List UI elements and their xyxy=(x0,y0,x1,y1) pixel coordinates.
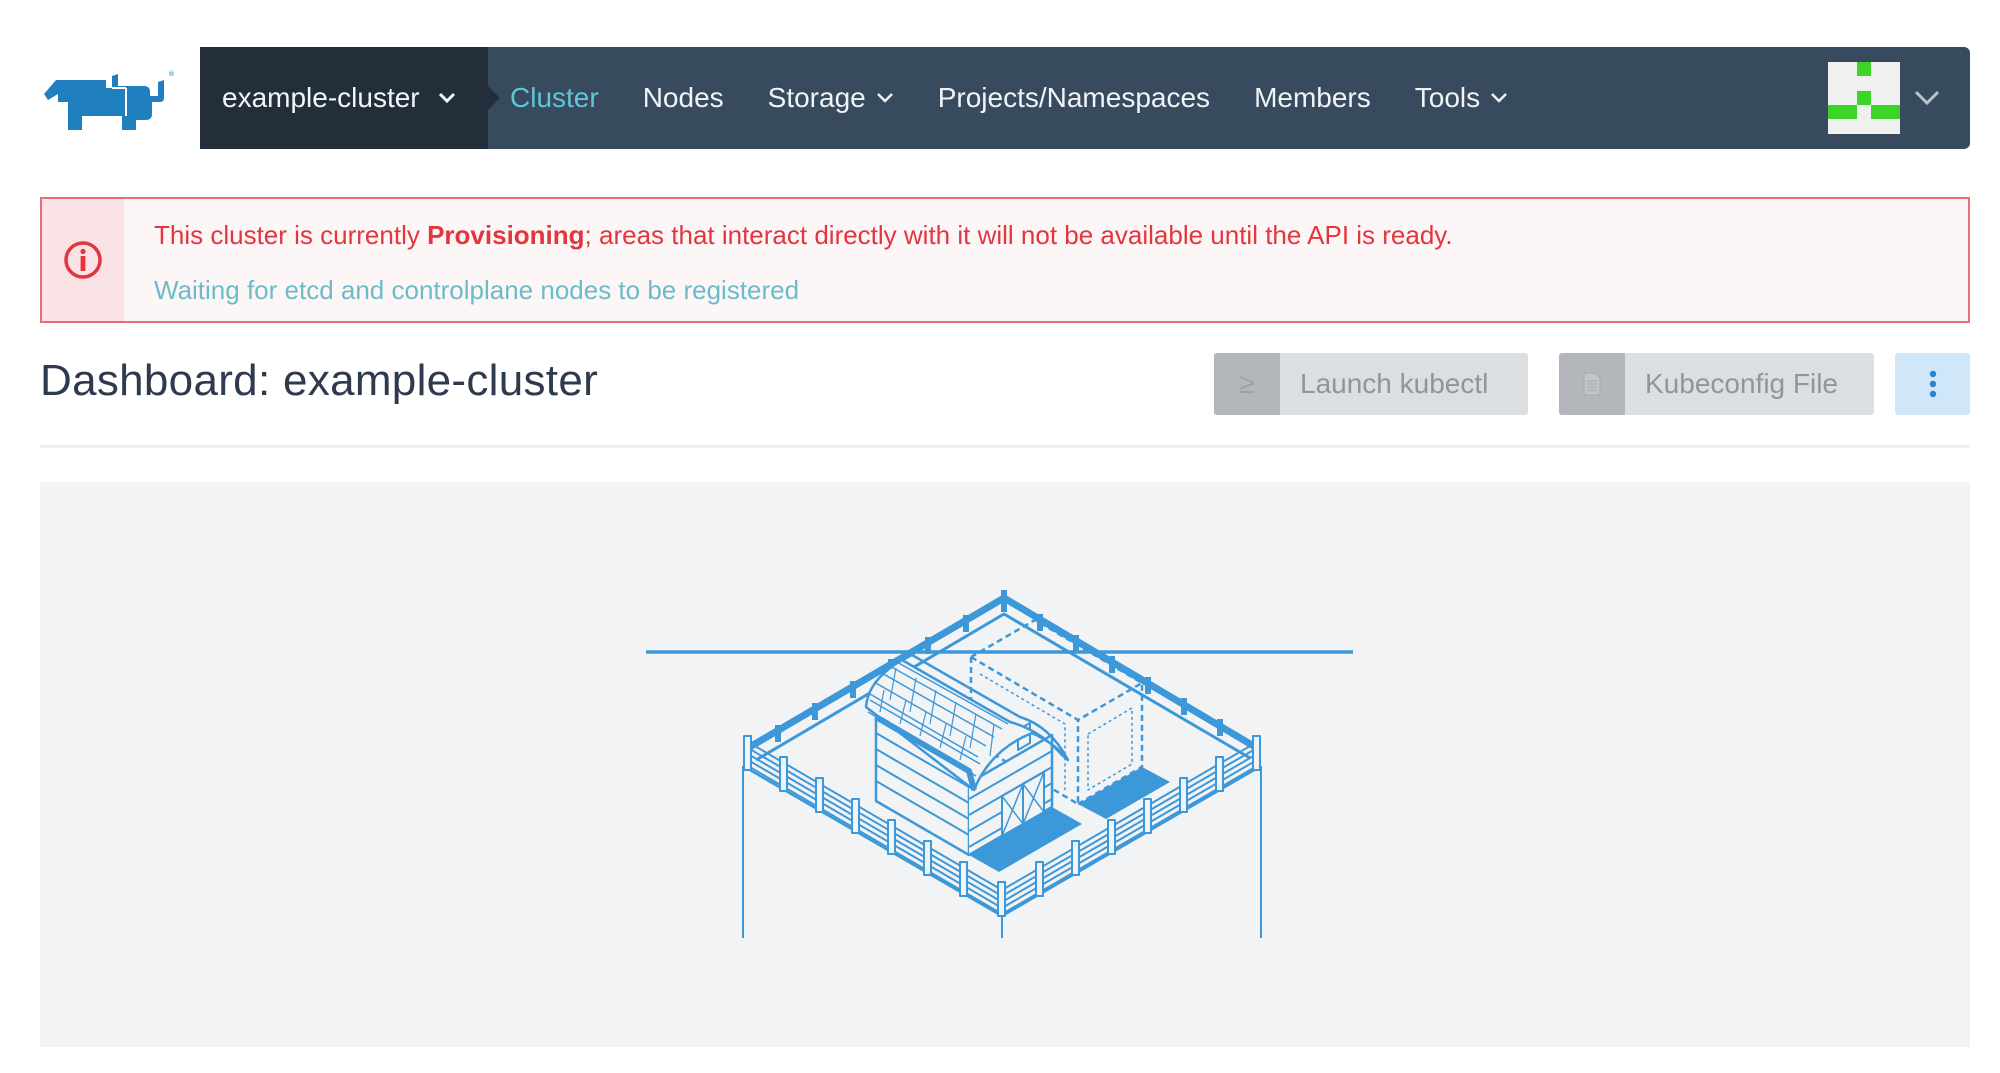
more-actions-button[interactable] xyxy=(1895,353,1970,415)
title-divider xyxy=(40,445,1970,448)
empty-state-panel xyxy=(40,482,1970,1047)
cluster-state: Provisioning xyxy=(427,220,585,250)
user-menu[interactable] xyxy=(1828,62,1940,134)
svg-text:®: ® xyxy=(168,70,175,78)
nav-item-label: Tools xyxy=(1414,82,1481,113)
launch-kubectl-label: Launch kubectl xyxy=(1300,368,1489,399)
banner-status-detail: Waiting for etcd and controlplane nodes … xyxy=(154,275,800,305)
chevron-down-icon xyxy=(1914,90,1940,106)
banner-message-prefix: This cluster is currently xyxy=(154,220,428,250)
banner-message: This cluster is currently Provisioning; … xyxy=(154,217,1453,253)
nav-item-members[interactable]: Members xyxy=(1254,82,1371,114)
rancher-logo-icon: ® xyxy=(44,70,175,130)
banner-icon-column xyxy=(42,199,124,321)
page-title: Dashboard: example-cluster xyxy=(40,356,599,405)
main-nav: Cluster Nodes Storage Projects/Namespace… xyxy=(510,47,1552,149)
nav-item-label: Cluster xyxy=(510,82,599,113)
banner-message-suffix: ; areas that interact directly with it w… xyxy=(584,220,1453,250)
chevron-down-icon xyxy=(876,92,894,104)
info-circle-icon xyxy=(64,241,102,279)
launch-kubectl-button[interactable]: ≥ Launch kubectl xyxy=(1214,353,1528,415)
cluster-selector[interactable]: example-cluster xyxy=(200,47,500,149)
nav-item-label: Nodes xyxy=(642,82,724,113)
avatar xyxy=(1828,62,1900,134)
nav-item-label: Members xyxy=(1254,82,1371,113)
nav-item-label: Projects/Namespaces xyxy=(937,82,1211,113)
barn-farm-illustration xyxy=(646,590,1353,938)
nav-item-label: Storage xyxy=(767,82,866,113)
top-navbar: example-cluster Cluster Nodes Storage Pr… xyxy=(200,47,1970,149)
kebab-menu-icon xyxy=(1929,370,1936,398)
nav-item-nodes[interactable]: Nodes xyxy=(643,82,724,114)
kubeconfig-file-label: Kubeconfig File xyxy=(1645,368,1839,399)
chevron-down-icon xyxy=(1490,92,1508,104)
nav-item-projects-namespaces[interactable]: Projects/Namespaces xyxy=(938,82,1210,114)
provisioning-alert-banner: This cluster is currently Provisioning; … xyxy=(40,197,1970,323)
nav-item-tools[interactable]: Tools xyxy=(1415,82,1508,114)
chevron-down-icon xyxy=(438,92,456,104)
file-icon xyxy=(1559,353,1625,415)
nav-item-storage[interactable]: Storage xyxy=(768,82,894,114)
rancher-logo[interactable]: ® xyxy=(40,66,180,132)
nav-item-cluster[interactable]: Cluster xyxy=(510,82,599,114)
kubeconfig-file-button[interactable]: Kubeconfig File xyxy=(1559,353,1874,415)
cluster-selector-label: example-cluster xyxy=(222,82,420,113)
terminal-icon: ≥ xyxy=(1214,353,1280,415)
